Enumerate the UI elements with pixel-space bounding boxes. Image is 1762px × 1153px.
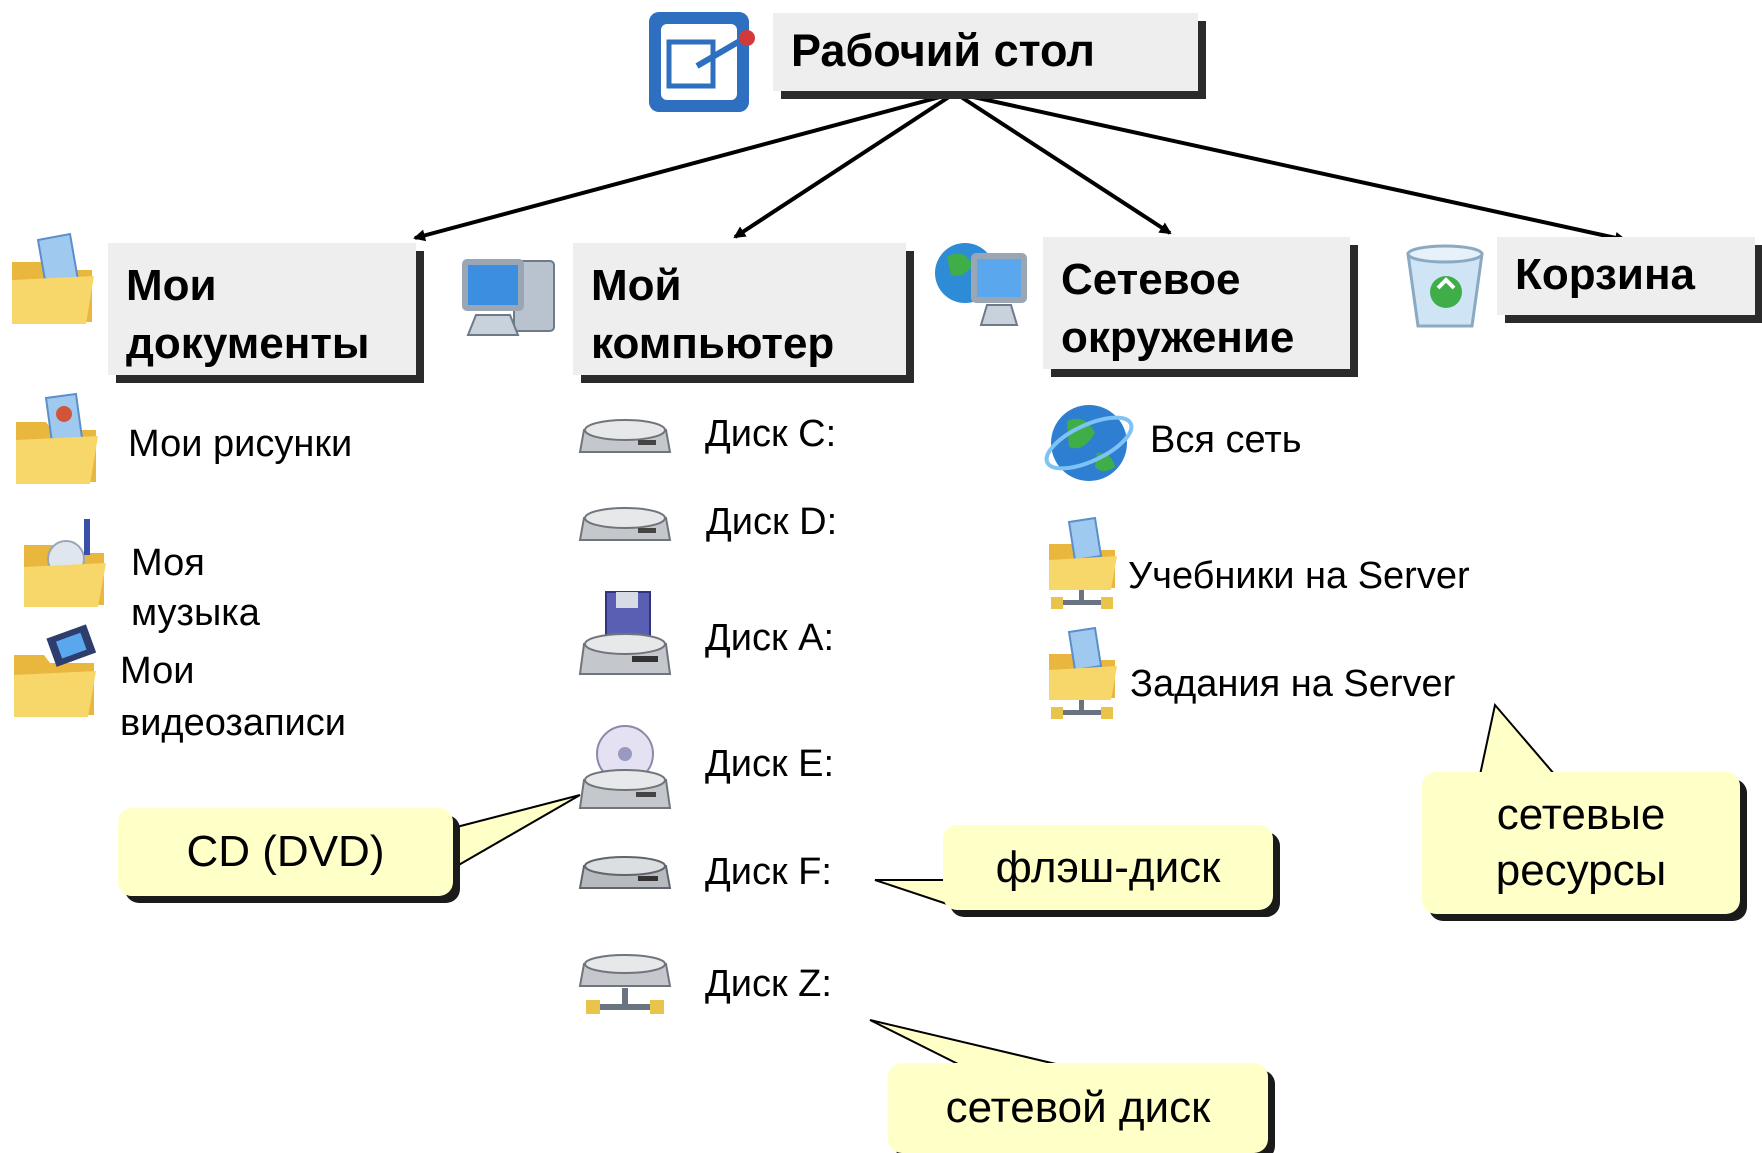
recycle-bin-label: Корзина: [1515, 250, 1695, 299]
flash-callout-pointer: [874, 879, 952, 907]
network-icon: [935, 243, 1027, 326]
network-disk-callout-text: сетевой диск: [945, 1083, 1211, 1132]
flash-disk-callout-text: флэш-диск: [995, 842, 1221, 892]
arrow-to-network: [953, 91, 1172, 235]
disk-c-icon: [578, 419, 672, 453]
disk-f-label[interactable]: Диск F:: [705, 851, 832, 893]
floppy-disk-a-icon: [578, 591, 672, 675]
cd-callout-pointer: [443, 794, 581, 872]
textbooks-shared-folder-icon: [1049, 516, 1117, 609]
my-music-folder-icon: [24, 519, 106, 607]
network-disk-callout-pointer: [869, 1019, 1061, 1066]
my-documents-box[interactable]: Мои документы: [108, 243, 416, 375]
my-pictures-folder-icon: [16, 392, 98, 484]
my-videos-line1: Мои: [120, 650, 195, 692]
arrow-to-my-documents: [413, 91, 956, 242]
network-resources-line1: сетевые: [1496, 790, 1666, 839]
root-desktop-label: Рабочий стол: [791, 25, 1095, 76]
my-videos-line2: видеозаписи: [120, 702, 347, 744]
network-line1: Сетевое: [1061, 255, 1241, 304]
my-videos-folder-icon: [14, 624, 97, 717]
cd-dvd-callout-text: CD (DVD): [186, 827, 385, 876]
network-resources-callout: сетевые ресурсы: [1422, 772, 1740, 914]
network-box[interactable]: Сетевое окружение: [1043, 237, 1350, 369]
entire-network-globe-icon: [1044, 405, 1134, 481]
desktop-icon: [649, 12, 755, 112]
disk-d-icon: [578, 507, 672, 541]
disk-d-label[interactable]: Диск D:: [706, 501, 838, 543]
my-computer-line2: компьютер: [591, 319, 835, 368]
my-computer-icon: [462, 259, 555, 336]
network-disk-z-icon: [578, 954, 672, 1014]
recycle-bin-icon: [1406, 244, 1484, 328]
disk-e-label[interactable]: Диск E:: [705, 743, 835, 785]
network-resources-line2: ресурсы: [1495, 846, 1667, 895]
assignments-shared-folder-icon: [1049, 626, 1117, 719]
my-music-label[interactable]: Моя музыка: [131, 538, 260, 638]
my-documents-folder-icon: [12, 232, 94, 324]
my-computer-line1: Мой: [591, 261, 682, 310]
network-disk-callout: сетевой диск: [888, 1063, 1268, 1153]
cd-dvd-callout: CD (DVD): [118, 808, 453, 896]
arrow-to-my-computer: [733, 91, 957, 239]
entire-network-label[interactable]: Вся сеть: [1150, 419, 1302, 461]
flash-disk-callout: флэш-диск: [943, 825, 1273, 910]
network-line2: окружение: [1061, 313, 1295, 362]
my-computer-box[interactable]: Мой компьютер: [573, 243, 906, 375]
root-desktop-box[interactable]: Рабочий стол: [773, 13, 1198, 91]
cd-disk-e-icon: [578, 725, 672, 809]
disk-a-label[interactable]: Диск A:: [705, 617, 835, 659]
disk-z-label[interactable]: Диск Z:: [705, 963, 832, 1005]
my-music-line1: Моя: [131, 542, 205, 584]
textbooks-label[interactable]: Учебники на Server: [1128, 555, 1470, 597]
my-music-line2: музыка: [131, 592, 260, 634]
my-videos-label[interactable]: Мои видеозаписи: [120, 645, 346, 749]
my-documents-line2: документы: [126, 319, 370, 368]
my-documents-line1: Мои: [126, 261, 217, 310]
arrow-to-recycle-bin: [954, 91, 1627, 244]
flash-disk-f-icon: [578, 856, 672, 889]
assignments-label[interactable]: Задания на Server: [1130, 663, 1456, 705]
recycle-bin-box[interactable]: Корзина: [1497, 237, 1755, 315]
disk-c-label[interactable]: Диск C:: [705, 413, 837, 455]
my-pictures-label[interactable]: Мои рисунки: [128, 423, 353, 465]
resources-callout-pointer: [1478, 702, 1558, 776]
